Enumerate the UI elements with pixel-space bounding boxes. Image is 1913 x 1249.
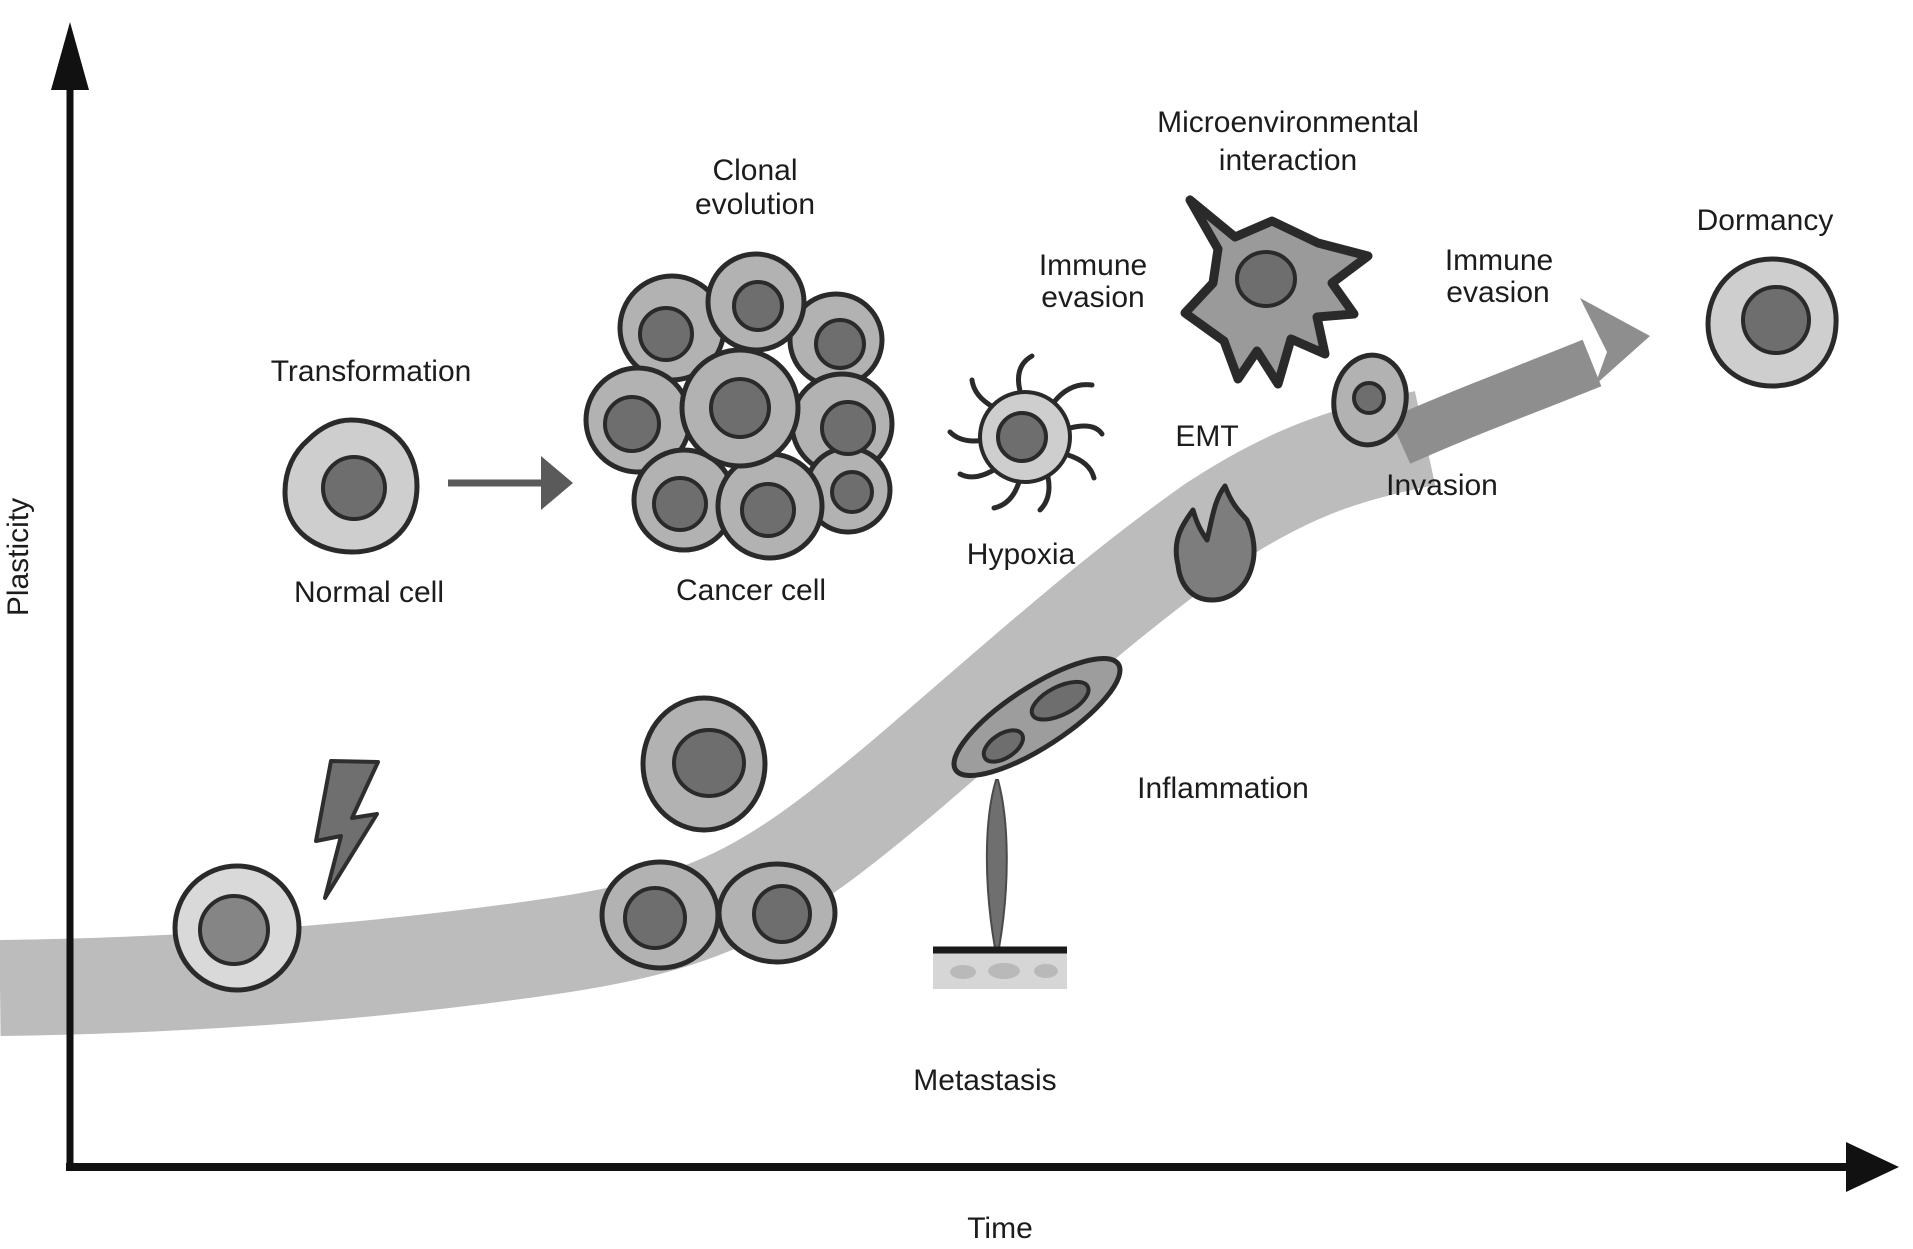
- invasion-cell-icon: [1331, 352, 1409, 448]
- normal-cell-icon: [282, 417, 420, 555]
- hypoxia-cell-nucleus: [996, 411, 1048, 463]
- band-start-cell-nucleus: [198, 894, 270, 966]
- mesenchymal-cell-nucleus: [1029, 679, 1091, 722]
- band-start-cell-icon: [172, 863, 302, 993]
- cancer-cell-cluster-icon: [583, 251, 895, 561]
- normal-cell-nucleus: [321, 455, 387, 521]
- hypoxia-cell-tentacles: [947, 353, 1105, 513]
- y-axis: Plasticity: [2, 22, 89, 1171]
- immune-evasion-right-label-line1: Immune: [1445, 244, 1553, 277]
- y-axis-label: Plasticity: [2, 498, 35, 616]
- blood-vessel-icon: [933, 946, 1067, 989]
- dividing-cell-pair-icon: [599, 859, 838, 971]
- microenvironmental-label-line2: interaction: [1219, 144, 1357, 177]
- microenvironmental-label-line1: Microenvironmental: [1157, 106, 1419, 139]
- transformation-arrow-icon: [448, 456, 573, 510]
- clonal-evolution-label-line1: Clonal: [712, 154, 797, 187]
- macrophage-cell-nucleus: [1235, 250, 1297, 308]
- dormant-cell-icon: [1705, 256, 1839, 389]
- transformation-arrow-head: [541, 456, 573, 510]
- dormant-cell-nucleus: [1741, 285, 1811, 355]
- progression-arrow-shaft: [1389, 339, 1602, 464]
- immune-evasion-left-label-line2: evasion: [1041, 281, 1144, 314]
- immune-evasion-left-label-line1: Immune: [1039, 249, 1147, 282]
- emt-label: EMT: [1175, 420, 1238, 453]
- vessel-cell: [1034, 964, 1058, 978]
- metastasis-label: Metastasis: [913, 1064, 1056, 1097]
- dormancy-label: Dormancy: [1697, 204, 1834, 237]
- x-axis-label: Time: [967, 1212, 1033, 1245]
- normal-cell-label: Normal cell: [294, 576, 444, 609]
- emt-flame-icon: [1173, 483, 1257, 603]
- progression-arrow-head: [1580, 298, 1650, 385]
- y-axis-arrow-icon: [51, 22, 89, 90]
- single-cancer-cell-icon: [640, 695, 768, 833]
- clonal-evolution-label-line2: evolution: [695, 188, 815, 221]
- macrophage-cell-icon: [1180, 195, 1373, 389]
- transformation-label: Transformation: [271, 355, 472, 388]
- x-axis: Time: [66, 1142, 1899, 1245]
- x-axis-arrow-icon: [1846, 1142, 1899, 1192]
- progression-arrow-icon: [1389, 298, 1650, 464]
- metastasis-droplet-icon: [985, 779, 1008, 949]
- hypoxia-label: Hypoxia: [967, 538, 1076, 571]
- invasion-label: Invasion: [1386, 469, 1498, 502]
- mesenchymal-cell-icon: [951, 655, 1123, 779]
- mesenchymal-cell-nucleus-2: [981, 728, 1025, 764]
- lightning-bolt-icon: [314, 759, 380, 900]
- vessel-cell: [988, 963, 1020, 979]
- vessel-cell: [950, 965, 976, 979]
- inflammation-label: Inflammation: [1137, 772, 1309, 805]
- hypoxia-cell-icon: [947, 353, 1105, 513]
- immune-evasion-right-label-line2: evasion: [1446, 276, 1549, 309]
- cancer-cell-label: Cancer cell: [676, 574, 826, 607]
- plasticity-band: [0, 391, 1436, 1036]
